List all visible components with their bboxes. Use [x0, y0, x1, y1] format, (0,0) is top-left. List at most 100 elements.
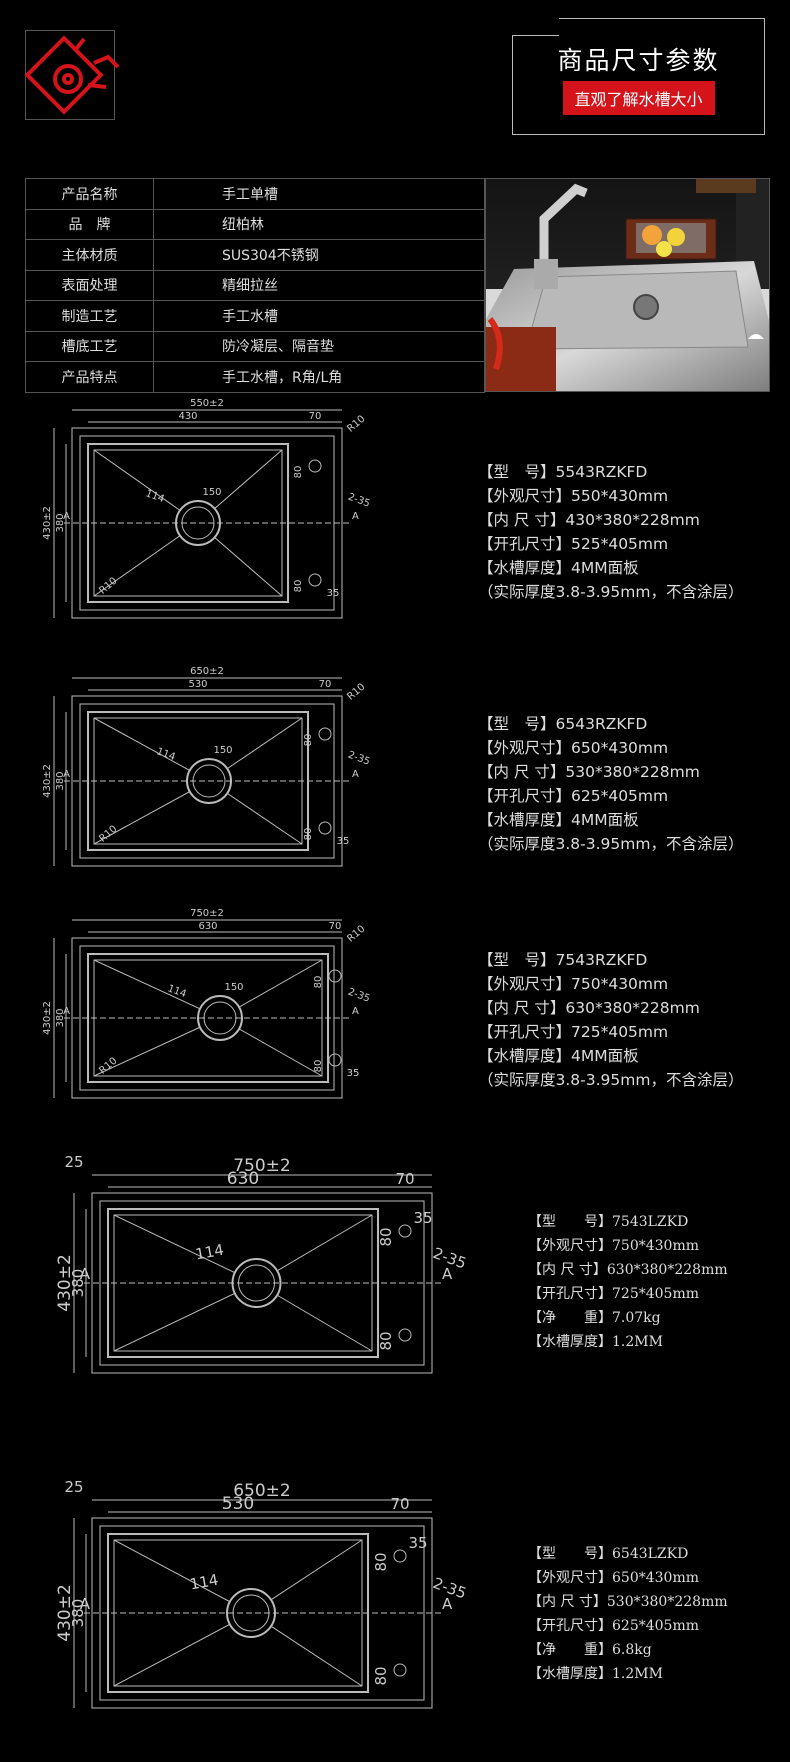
dim-holes: 2-35 — [346, 750, 371, 768]
spec-row: 表面处理精细拉丝 — [25, 269, 485, 301]
dim-corner-inner: R10 — [97, 576, 119, 597]
model-info-line: 【开孔尺寸】625*405mm — [528, 1618, 699, 1634]
dim-corner: R10 — [345, 414, 367, 435]
section-label: A — [80, 1595, 91, 1613]
dim-corner-inner: R10 — [97, 1056, 119, 1077]
model-info: 【型 号】6543LZKD【外观尺寸】650*430mm【内 尺 寸】530*3… — [528, 1542, 728, 1686]
dim-holes: 2-35 — [346, 492, 371, 510]
model-info-line: 【内 尺 寸】530*380*228mm — [478, 763, 700, 781]
dim-inner-height: 380 — [55, 513, 66, 532]
tap-hole — [328, 1053, 342, 1067]
section-title: 商品尺寸参数 — [557, 46, 720, 75]
dim-outer-height: 430±2 — [55, 1254, 75, 1312]
dim-outer-width: 650±2 — [233, 1481, 291, 1501]
dim-outer-height: 430±2 — [55, 1584, 75, 1642]
dim-edge: 25 — [64, 1153, 83, 1171]
dim-outer-width: 650±2 — [190, 666, 224, 677]
dim-tap: 80 — [377, 1331, 395, 1350]
spec-value: 纽柏林 — [153, 208, 485, 240]
spec-label: 槽底工艺 — [25, 330, 154, 362]
section-subtitle: 直观了解水槽大小 — [562, 81, 715, 115]
model-info-line: 【水槽厚度】4MM面板 — [478, 811, 639, 829]
dim-side-width: 70 — [329, 921, 342, 932]
model-info-line: 【型 号】7543RZKFD — [478, 951, 648, 969]
dim-corner-inner: R10 — [97, 824, 119, 845]
model-info: 【型 号】7543LZKD【外观尺寸】750*430mm【内 尺 寸】630*3… — [528, 1210, 728, 1354]
model-info-line: 【型 号】7543LZKD — [528, 1214, 689, 1230]
model-info: 【型 号】7543RZKFD 【外观尺寸】750*430mm 【内 尺 寸】630*… — [478, 948, 743, 1092]
tap-hole — [393, 1663, 407, 1677]
dim-inner-width: 630 — [198, 921, 217, 932]
model-info-line: 【水槽厚度】4MM面板 — [478, 559, 639, 577]
spec-value: 手工单槽 — [153, 178, 485, 210]
section-label: A — [63, 1006, 70, 1017]
model-info-line: 【内 尺 寸】530*380*228mm — [528, 1594, 728, 1610]
dim-tap: 80 — [313, 1060, 324, 1073]
spec-label: 产品特点 — [25, 361, 154, 393]
dim-inner-height: 380 — [69, 1269, 87, 1298]
dim-drain: 114 — [188, 1571, 219, 1594]
model-info-line: 【开孔尺寸】625*405mm — [478, 787, 669, 805]
dim-tap: 80 — [303, 734, 314, 747]
spec-row: 槽底工艺防冷凝层、隔音垫 — [25, 330, 485, 362]
dim-outer-height: 430±2 — [42, 1001, 53, 1035]
tap-hole — [308, 459, 322, 473]
dim-inner-width: 630 — [227, 1169, 259, 1189]
dim-tap: 80 — [372, 1552, 390, 1571]
model-info: 【型 号】5543RZKFD【外观尺寸】550*430mm【内 尺 寸】430*… — [478, 460, 743, 604]
tap-hole — [308, 573, 322, 587]
tap-hole — [393, 1549, 407, 1563]
tap-hole — [318, 727, 332, 741]
dim-bracket: 35 — [347, 1068, 360, 1079]
spec-label: 制造工艺 — [25, 300, 154, 332]
dim-corner: R10 — [345, 924, 367, 945]
dim-tap: 80 — [293, 466, 304, 479]
spec-value: 精细拉丝 — [153, 269, 485, 301]
brand-logo — [24, 30, 120, 120]
model-info-line: 【外观尺寸】750*430mm — [478, 975, 669, 993]
model-info-line: （实际厚度3.8-3.95mm，不含涂层） — [478, 835, 744, 853]
model-info-line: （实际厚度3.8-3.95mm，不含涂层） — [478, 1071, 744, 1089]
dim-hole: 150 — [202, 487, 221, 498]
dim-edge: 25 — [64, 1478, 83, 1496]
dim-drain: 114 — [155, 746, 177, 763]
model-info-line: 【净 重】7.07kg — [528, 1310, 661, 1326]
dim-hole: 150 — [213, 745, 232, 756]
dim-tap: 80 — [313, 976, 324, 989]
outer-outline — [71, 937, 343, 1099]
model-info-line: 【内 尺 寸】630*380*228mm — [478, 999, 700, 1017]
dim-inner-width: 530 — [222, 1494, 254, 1514]
dim-side-width: 70 — [395, 1170, 414, 1188]
dim-outer-width: 550±2 — [190, 398, 224, 409]
section-label: A — [63, 511, 70, 522]
spec-value: 手工水槽 — [153, 300, 485, 332]
spec-row: 产品特点手工水槽，R角/L角 — [25, 361, 485, 393]
dim-drain: 114 — [166, 983, 188, 1000]
dim-bracket: 35 — [413, 1209, 432, 1227]
dim-side-width: 70 — [319, 679, 332, 690]
spec-value: SUS304不锈钢 — [153, 239, 485, 271]
model-info-line: 【水槽厚度】4MM面板 — [478, 1047, 639, 1065]
outer-outline — [71, 427, 343, 619]
section-label: A — [352, 1006, 359, 1017]
section-label: A — [352, 511, 359, 522]
section-title-box: 商品尺寸参数 直观了解水槽大小 — [511, 17, 765, 135]
spec-label: 产品名称 — [25, 178, 154, 210]
dim-tap: 80 — [293, 580, 304, 593]
dim-inner-height: 380 — [55, 771, 66, 790]
dim-outer-height: 430±2 — [42, 506, 53, 540]
outer-outline — [71, 695, 343, 867]
dim-outer-height: 430±2 — [42, 764, 53, 798]
model-info-line: 【内 尺 寸】630*380*228mm — [528, 1262, 728, 1278]
model-info-line: 【型 号】6543LZKD — [528, 1546, 689, 1562]
model-info: 【型 号】6543RZKFD【外观尺寸】650*430mm【内 尺 寸】530*… — [478, 712, 743, 856]
tap-hole — [398, 1328, 412, 1342]
section-label: A — [442, 1265, 453, 1283]
dim-inner-height: 380 — [55, 1008, 66, 1027]
tap-hole — [398, 1224, 412, 1238]
